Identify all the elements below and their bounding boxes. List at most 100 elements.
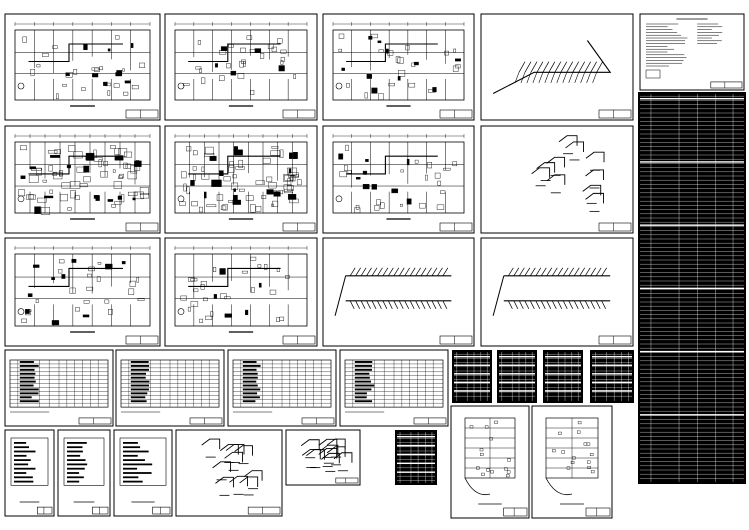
iso-branch: [590, 267, 596, 276]
list-entry: [67, 463, 88, 466]
sheet-plan-10: [531, 405, 613, 519]
table-text-block: [130, 376, 146, 379]
plan-fixture: [74, 195, 80, 200]
plan-fixture: [283, 184, 292, 192]
list-entry: [123, 476, 139, 479]
table-text-block: [130, 368, 149, 371]
plan-fixture: [287, 167, 297, 176]
table-text-block: [130, 380, 150, 383]
sheet-schedule-tall: [638, 92, 746, 484]
iso-branch: [536, 61, 544, 73]
iso-branch: [513, 267, 520, 276]
plan-fixture: [577, 421, 582, 425]
iso-branch: [542, 61, 550, 73]
table-text-block: [354, 361, 373, 363]
plan-fixture: [213, 267, 217, 272]
plan-fixture: [83, 176, 91, 183]
dark-table-band: [640, 98, 744, 100]
plan-fixture: [204, 191, 207, 199]
plan-fixture: [103, 161, 108, 166]
plan-fixture: [476, 466, 480, 470]
sheet-notes: [639, 13, 745, 91]
plan-fixture: [235, 166, 245, 170]
plan-fixture: [377, 40, 382, 44]
plan-fixture: [338, 33, 345, 39]
plan-fixture: [139, 187, 149, 195]
iso-branch: [524, 300, 530, 309]
list-entry: [67, 472, 80, 474]
plan-outline: [174, 29, 308, 101]
sheet-border: [322, 237, 475, 347]
plan-fixture: [589, 453, 594, 456]
list-entry: [123, 442, 138, 444]
plan-fixture: [288, 168, 292, 174]
plan-fixture: [287, 194, 297, 200]
plan-fixture: [201, 166, 205, 172]
table-text-block: [242, 400, 256, 403]
plan-fixture: [124, 151, 133, 158]
iso-fragment: [318, 448, 338, 459]
plan-fixture: [378, 93, 384, 100]
iso-branch: [540, 267, 547, 276]
plan-fixture: [140, 193, 150, 199]
list-entry: [123, 454, 138, 457]
iso-branch: [548, 61, 556, 73]
plan-fixture: [69, 287, 76, 294]
plan-fixture: [93, 195, 100, 199]
iso-branch: [360, 267, 367, 276]
iso-branch: [404, 267, 411, 276]
plan-fixture: [127, 191, 138, 196]
plan-fixture: [125, 163, 131, 169]
plan-fixture: [507, 458, 511, 462]
plan-fixture: [79, 183, 88, 188]
plan-fixture: [436, 204, 445, 210]
iso-branch: [573, 267, 580, 276]
plan-fixture: [186, 186, 190, 195]
table-text-block: [242, 361, 257, 363]
plan-fixture: [494, 420, 498, 424]
iso-branch: [377, 267, 383, 276]
list-entry: [67, 480, 80, 483]
iso-branch: [590, 61, 597, 73]
iso-branch: [393, 267, 400, 276]
iso-branch: [586, 72, 591, 84]
iso-branch: [382, 267, 389, 276]
sheet-border: [164, 237, 318, 347]
list-entry: [67, 476, 84, 479]
plan-fixture: [246, 35, 253, 40]
plan-fixture: [59, 259, 65, 264]
plan-fixture: [117, 195, 123, 200]
plan-fixture: [219, 75, 225, 81]
table-text-block: [242, 372, 258, 375]
plan-fixture: [116, 70, 123, 74]
plan-fixture: [82, 314, 90, 318]
plan-fixture: [240, 47, 246, 53]
table-text-block: [242, 368, 257, 371]
sheet-border: [480, 237, 634, 347]
sheet-list-2: [57, 429, 111, 517]
dark-table-bg: [590, 350, 634, 403]
plan-fixture: [133, 164, 141, 171]
plan-symbol: [177, 82, 185, 90]
title-block: [413, 417, 447, 425]
iso-branch: [431, 300, 437, 309]
iso-fragment: [243, 470, 263, 481]
plan-fixture: [269, 289, 277, 295]
plan-fixture: [114, 148, 121, 155]
iso-main-line: [492, 40, 612, 94]
plan-curved-wall: [464, 477, 491, 496]
plan-fixture: [228, 165, 235, 173]
list-entry: [67, 442, 87, 444]
plan-fixture: [504, 467, 508, 471]
plan-fixture: [118, 175, 123, 179]
iso-branch: [524, 61, 532, 73]
plan-fixture: [83, 165, 90, 173]
plan-fixture: [261, 195, 267, 199]
dark-table-band: [640, 224, 744, 226]
plan-fixture: [49, 189, 53, 194]
plan-fixture: [260, 53, 265, 59]
sheet-plan-5: [164, 125, 318, 234]
plan-fixture: [206, 204, 217, 208]
iso-branch: [530, 267, 536, 276]
plan-fixture: [552, 449, 556, 453]
